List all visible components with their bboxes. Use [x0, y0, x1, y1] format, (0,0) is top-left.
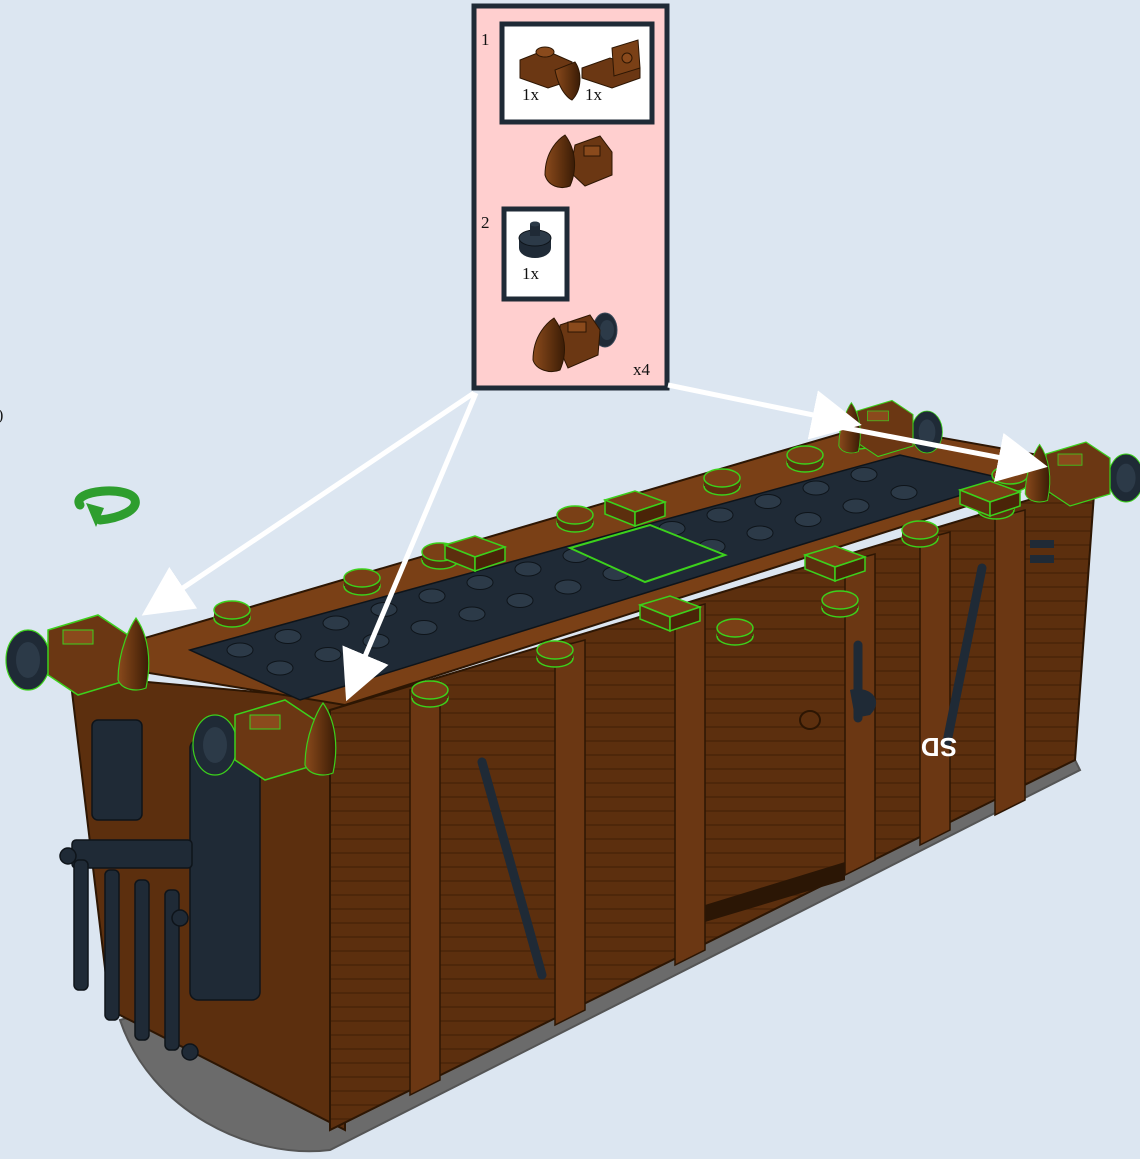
- step2-part1-qty: 1x: [522, 264, 540, 283]
- roof-stud: [795, 513, 821, 527]
- roof-stud: [891, 486, 917, 500]
- end-assembly: [1025, 442, 1140, 506]
- roof-brown-stud: [902, 521, 938, 547]
- roof-brown-stud: [717, 619, 753, 645]
- roof-stud: [843, 499, 869, 513]
- roof-stud: [323, 616, 349, 630]
- step1-part2-qty: 1x: [585, 85, 603, 104]
- roof-stud: [315, 648, 341, 662]
- roof-stud: [755, 495, 781, 509]
- roof-brown-stud: [787, 446, 823, 472]
- roof-stud: [419, 589, 445, 603]
- callout-multiplier: x4: [633, 360, 651, 379]
- roof-brown-stud: [412, 681, 448, 707]
- roof-stud: [555, 580, 581, 594]
- roof-stud: [411, 621, 437, 635]
- end-assembly: [6, 615, 149, 695]
- roof-stud: [515, 562, 541, 576]
- roof-brown-stud: [344, 569, 380, 595]
- roof-stud: [275, 630, 301, 644]
- roof-brown-stud: [557, 506, 593, 532]
- roof-brown-stud: [214, 601, 250, 627]
- callout-step1-number: 1: [481, 30, 490, 49]
- callout-step2-number: 2: [481, 213, 490, 232]
- roof-stud: [851, 468, 877, 482]
- roof-stud: [747, 526, 773, 540]
- roof-brown-stud: [704, 469, 740, 495]
- roof-stud: [507, 594, 533, 608]
- step1-part1-qty: 1x: [522, 85, 540, 104]
- roof-brown-stud: [537, 641, 573, 667]
- arrow-to-rear-left: [668, 385, 852, 423]
- roof-stud: [227, 643, 253, 657]
- rotate-model-icon: [79, 491, 135, 527]
- cropped-label-fragment: ): [0, 407, 3, 424]
- roof-stud: [459, 607, 485, 621]
- roof-stud: [267, 661, 293, 675]
- submodel-callout: 1 1x 1x 2 1x: [474, 6, 667, 388]
- roof-stud: [707, 508, 733, 522]
- roof-stud: [803, 481, 829, 495]
- boxcar-model: SD: [60, 423, 1095, 1151]
- car-decal: SD: [921, 732, 957, 762]
- roof-stud: [467, 576, 493, 590]
- roof-brown-stud: [822, 591, 858, 617]
